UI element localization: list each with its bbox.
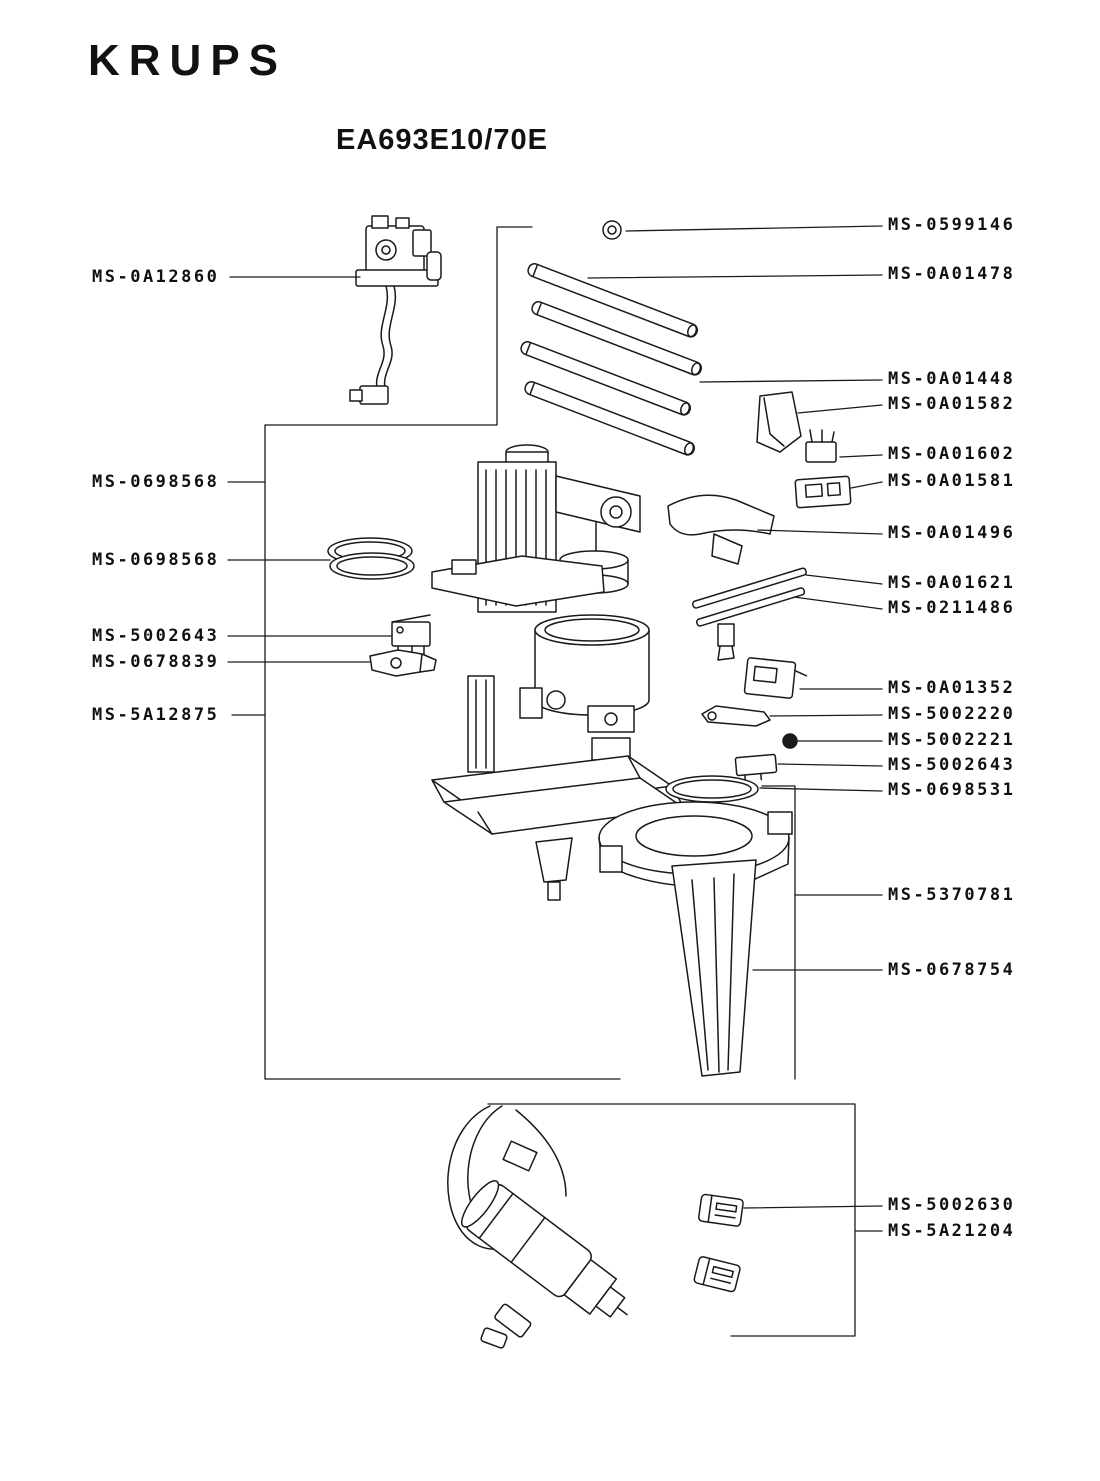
chute-drawing: [671, 859, 757, 1077]
seal-rings-drawing: [327, 537, 415, 580]
clip-5002630-drawing: [698, 1193, 744, 1227]
part-label-ms-5002643-right: MS-5002643: [888, 755, 1016, 775]
part-5002221-drawing: [782, 733, 798, 749]
part-label-ms-0a01478: MS-0A01478: [888, 264, 1016, 284]
part-label-ms-5370781: MS-5370781: [888, 885, 1016, 905]
tube-set-drawing: [520, 263, 703, 456]
valve-assembly-drawing: [349, 215, 442, 405]
part-0a01581-drawing: [794, 475, 852, 509]
leader-lines: [227, 225, 883, 1232]
part-0a01496-drawing: [667, 494, 775, 565]
small-valve-part-drawing: [717, 623, 735, 661]
clip-5a21204-drawing: [693, 1256, 741, 1293]
microswitch-left-drawing: [391, 614, 431, 655]
part-0211486-drawing: [695, 587, 806, 627]
pump-assembly-drawing: [447, 1105, 628, 1349]
part-5002220-drawing: [701, 705, 771, 727]
brew-unit-drawing: [431, 444, 685, 901]
part-label-ms-0a01581: MS-0A01581: [888, 471, 1016, 491]
part-label-ms-5002220: MS-5002220: [888, 704, 1016, 724]
part-label-ms-5002630: MS-5002630: [888, 1195, 1016, 1215]
part-label-ms-0678839: MS-0678839: [92, 652, 220, 672]
part-label-ms-0211486: MS-0211486: [888, 598, 1016, 618]
part-label-ms-0a12860: MS-0A12860: [92, 267, 220, 287]
part-0698531-drawing: [665, 775, 759, 803]
part-0a01352-drawing: [743, 657, 808, 699]
part-label-ms-0698531: MS-0698531: [888, 780, 1016, 800]
part-0678839-drawing: [369, 649, 437, 677]
part-label-ms-0698568-a: MS-0698568: [92, 472, 220, 492]
part-0a01621-drawing: [691, 567, 807, 609]
part-label-ms-0a01448: MS-0A01448: [888, 369, 1016, 389]
part-label-ms-5a21204: MS-5A21204: [888, 1221, 1016, 1241]
group-brackets: [264, 226, 856, 1337]
part-label-ms-0a01352: MS-0A01352: [888, 678, 1016, 698]
brand-logo: KRUPS: [88, 36, 288, 85]
part-label-ms-0599146: MS-0599146: [888, 215, 1016, 235]
part-label-ms-5a12875: MS-5A12875: [92, 705, 220, 725]
part-label-ms-0a01602: MS-0A01602: [888, 444, 1016, 464]
part-label-ms-5002221: MS-5002221: [888, 730, 1016, 750]
nut-drawing: [602, 220, 622, 240]
part-label-ms-0678754: MS-0678754: [888, 960, 1016, 980]
part-0a01582-drawing: [756, 391, 802, 453]
part-label-ms-5002643-left: MS-5002643: [92, 626, 220, 646]
part-label-ms-0a01496: MS-0A01496: [888, 523, 1016, 543]
part-label-ms-0a01621: MS-0A01621: [888, 573, 1016, 593]
part-label-ms-0a01582: MS-0A01582: [888, 394, 1016, 414]
funnel-assembly-drawing: [598, 801, 793, 888]
part-label-ms-0698568-b: MS-0698568: [92, 550, 220, 570]
model-title: EA693E10/70E: [336, 124, 548, 156]
microswitch-right-drawing: [734, 753, 778, 782]
part-0a01602-drawing: [805, 429, 837, 463]
